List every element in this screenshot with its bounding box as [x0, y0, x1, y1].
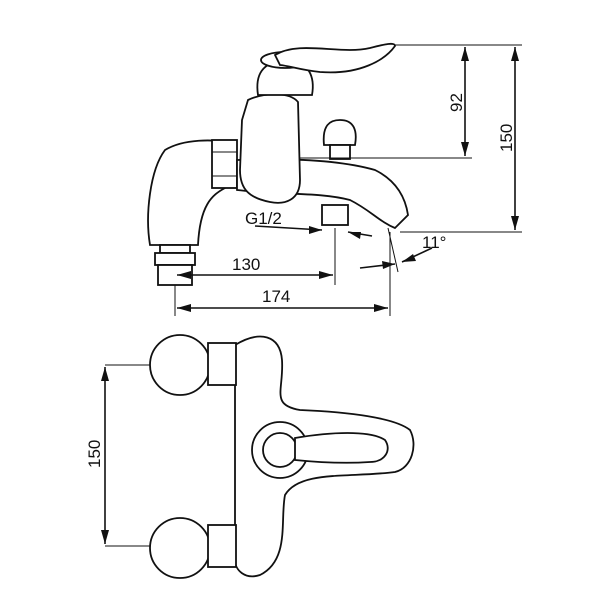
diverter-knob [322, 119, 357, 146]
inlet-fitting [159, 244, 191, 254]
nut-top [207, 342, 237, 386]
dim-130-label: 130 [232, 255, 260, 274]
nut-bottom [207, 524, 237, 568]
dim-92-label: 92 [447, 93, 466, 112]
lever-handle [273, 42, 396, 74]
inlet-arm [147, 139, 226, 246]
angle-label: 11° [422, 233, 446, 252]
dim-plan-150-label: 150 [85, 440, 104, 468]
dim-174-label: 174 [262, 287, 290, 306]
thread-label: G1/2 [245, 209, 282, 228]
mixer-column [239, 93, 301, 204]
inlet-knob-top [149, 334, 211, 396]
connector-nut [211, 139, 238, 189]
aerator [321, 204, 349, 226]
plan-view: 150 [85, 334, 415, 579]
dim-150-label: 150 [497, 124, 516, 152]
side-view: 92 150 G1/2 11° 130 174 [147, 42, 522, 316]
inlet-knob-bottom [149, 517, 211, 579]
lever-plan [294, 432, 389, 464]
